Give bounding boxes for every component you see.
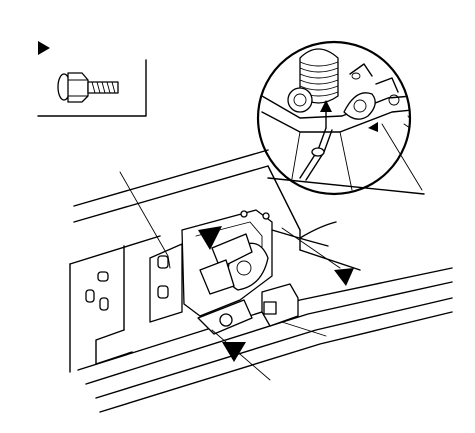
legend-box-frame xyxy=(37,59,147,117)
leader-lines xyxy=(119,171,341,381)
latch-actuator xyxy=(261,283,299,327)
lower-rail-1 xyxy=(77,267,453,371)
pointer-bolt-right xyxy=(334,268,354,286)
latch-assembly xyxy=(149,209,337,335)
leader-latch-right xyxy=(281,227,341,269)
lower-rail-2 xyxy=(85,281,453,385)
leader-latch-left xyxy=(119,171,171,269)
inset-arrow-up xyxy=(320,100,332,112)
lower-rail-3 xyxy=(95,297,453,399)
magnified-detail-icon xyxy=(256,40,423,196)
spring-coil xyxy=(287,48,339,113)
body-panel xyxy=(69,149,453,413)
leader-lower-bolt xyxy=(211,329,271,381)
upper-rail-1 xyxy=(73,149,269,207)
triangle-pointer-icon xyxy=(198,226,354,362)
legend-pointer-icon xyxy=(38,41,50,55)
inset-arrow-left xyxy=(368,122,378,132)
bolt-icon xyxy=(57,72,119,103)
pointer-bolt-lower xyxy=(222,342,246,362)
bolt-legend xyxy=(37,41,147,117)
inset-callout-line xyxy=(381,123,423,191)
release-cable xyxy=(271,229,329,247)
upper-rail-2 xyxy=(73,165,269,223)
leader-actuator xyxy=(281,321,327,337)
pointer-bolt-upper xyxy=(198,226,222,250)
